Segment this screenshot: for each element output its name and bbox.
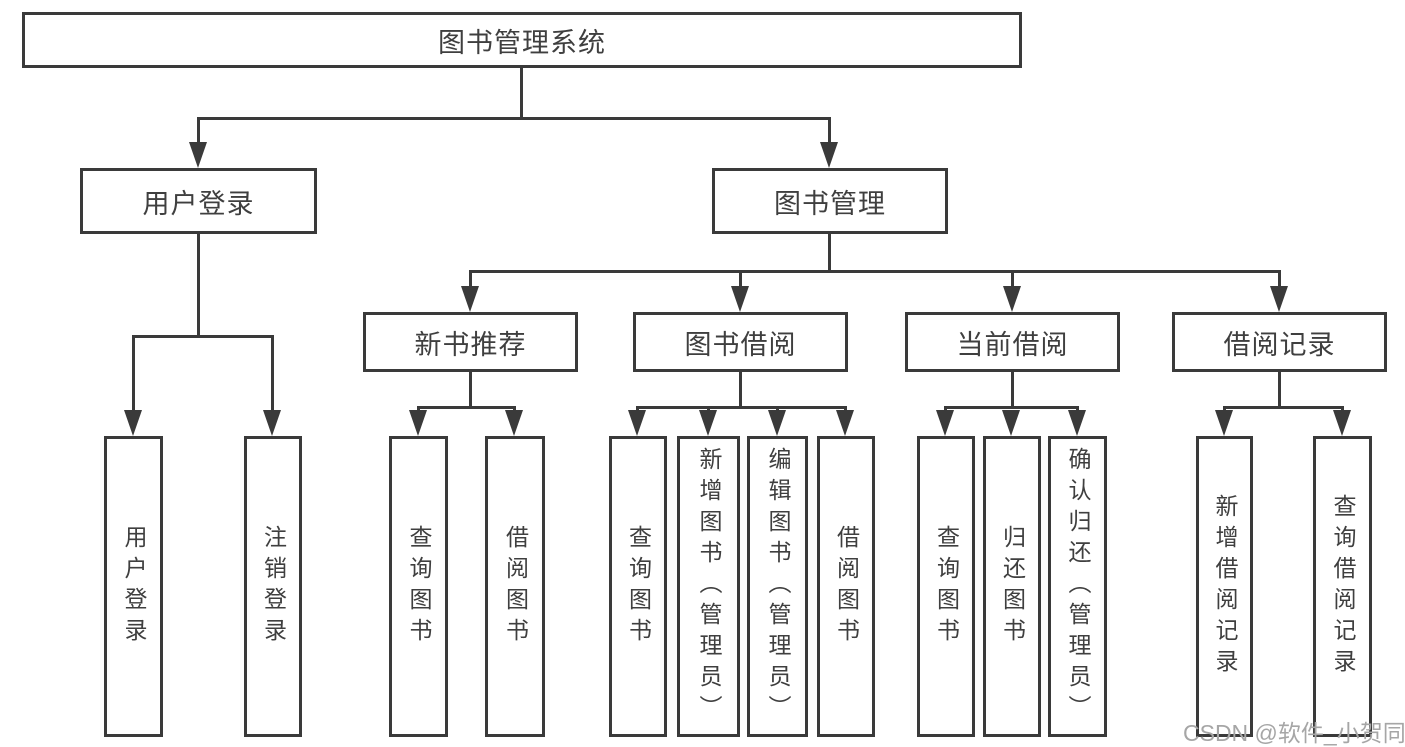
connector [739, 270, 742, 289]
leaf-add-borrow-record: 新增借阅记录 [1196, 436, 1253, 737]
leaf-query-books-current: 查询图书 [917, 436, 975, 737]
arrow-down-icon [1003, 286, 1021, 312]
arrow-down-icon [936, 410, 954, 436]
leaf-confirm-return-admin-label: 确认归还（管理员） [1065, 447, 1091, 726]
node-book-borrow: 图书借阅 [633, 312, 848, 372]
arrow-down-icon [461, 286, 479, 312]
leaf-return-books: 归还图书 [983, 436, 1041, 737]
arrow-down-icon [189, 142, 207, 168]
leaf-add-books-admin: 新增图书（管理员） [677, 436, 740, 737]
leaf-query-borrow-record: 查询借阅记录 [1313, 436, 1372, 737]
node-book-borrow-label: 图书借阅 [684, 329, 797, 360]
node-new-book-recommend-label: 新书推荐 [414, 329, 527, 360]
connector [944, 406, 1079, 409]
leaf-logout: 注销登录 [244, 436, 302, 737]
connector [132, 335, 274, 338]
arrow-down-icon [1002, 410, 1020, 436]
arrow-down-icon [1215, 410, 1233, 436]
arrow-down-icon [731, 286, 749, 312]
node-new-book-recommend: 新书推荐 [363, 312, 578, 372]
leaf-borrow-books-label: 借阅图书 [833, 524, 860, 649]
node-borrow-records-label: 借阅记录 [1223, 329, 1336, 360]
leaf-borrow-books-recommend: 借阅图书 [485, 436, 545, 737]
connector [828, 234, 831, 273]
connector [636, 406, 847, 409]
arrow-down-icon [836, 410, 854, 436]
leaf-logout-label: 注销登录 [260, 524, 287, 649]
arrow-down-icon [409, 410, 427, 436]
leaf-return-books-label: 归还图书 [999, 524, 1026, 649]
leaf-add-borrow-record-label: 新增借阅记录 [1212, 493, 1238, 680]
node-root-label: 图书管理系统 [438, 27, 606, 58]
arrow-down-icon [768, 410, 786, 436]
connector [132, 335, 135, 414]
leaf-query-books-borrow-label: 查询图书 [625, 524, 652, 649]
node-book-management-label: 图书管理 [774, 188, 886, 219]
node-user-login-label: 用户登录 [142, 188, 255, 219]
arrow-down-icon [820, 142, 838, 168]
node-current-borrow-label: 当前借阅 [956, 329, 1069, 360]
connector [469, 270, 1281, 273]
connector [739, 372, 742, 408]
connector [1011, 270, 1014, 289]
arrow-down-icon [1270, 286, 1288, 312]
leaf-query-books-current-label: 查询图书 [933, 524, 960, 649]
arrow-down-icon [1333, 410, 1351, 436]
connector [197, 117, 831, 120]
leaf-user-login: 用户登录 [104, 436, 163, 737]
connector [1278, 372, 1281, 408]
node-current-borrow: 当前借阅 [905, 312, 1120, 372]
arrow-down-icon [505, 410, 523, 436]
node-book-management: 图书管理 [712, 168, 948, 234]
connector [1278, 270, 1281, 289]
connector [197, 234, 200, 336]
leaf-borrow-books: 借阅图书 [817, 436, 875, 737]
node-borrow-records: 借阅记录 [1172, 312, 1387, 372]
arrow-down-icon [124, 410, 142, 436]
arrow-down-icon [263, 410, 281, 436]
connector [1223, 406, 1344, 409]
arrow-down-icon [699, 410, 717, 436]
leaf-edit-books-admin: 编辑图书（管理员） [747, 436, 808, 737]
leaf-query-books-recommend-label: 查询图书 [406, 524, 432, 649]
leaf-user-login-label: 用户登录 [121, 524, 147, 649]
leaf-query-books-recommend: 查询图书 [389, 436, 448, 737]
connector [197, 117, 200, 146]
leaf-add-books-admin-label: 新增图书（管理员） [696, 447, 722, 726]
leaf-query-books-borrow: 查询图书 [609, 436, 667, 737]
connector [417, 406, 516, 409]
node-root: 图书管理系统 [22, 12, 1022, 68]
node-user-login: 用户登录 [80, 168, 317, 234]
leaf-confirm-return-admin: 确认归还（管理员） [1048, 436, 1107, 737]
leaf-query-borrow-record-label: 查询借阅记录 [1330, 493, 1356, 680]
connector [469, 270, 472, 289]
arrow-down-icon [628, 410, 646, 436]
connector [1011, 372, 1014, 408]
leaf-borrow-books-recommend-label: 借阅图书 [502, 524, 529, 649]
leaf-edit-books-admin-label: 编辑图书（管理员） [765, 447, 791, 726]
connector [520, 68, 523, 120]
connector [271, 335, 274, 414]
connector [469, 372, 472, 408]
arrow-down-icon [1068, 410, 1086, 436]
connector [828, 117, 831, 146]
watermark: CSDN @软件_小贺同学 [1183, 720, 1405, 746]
